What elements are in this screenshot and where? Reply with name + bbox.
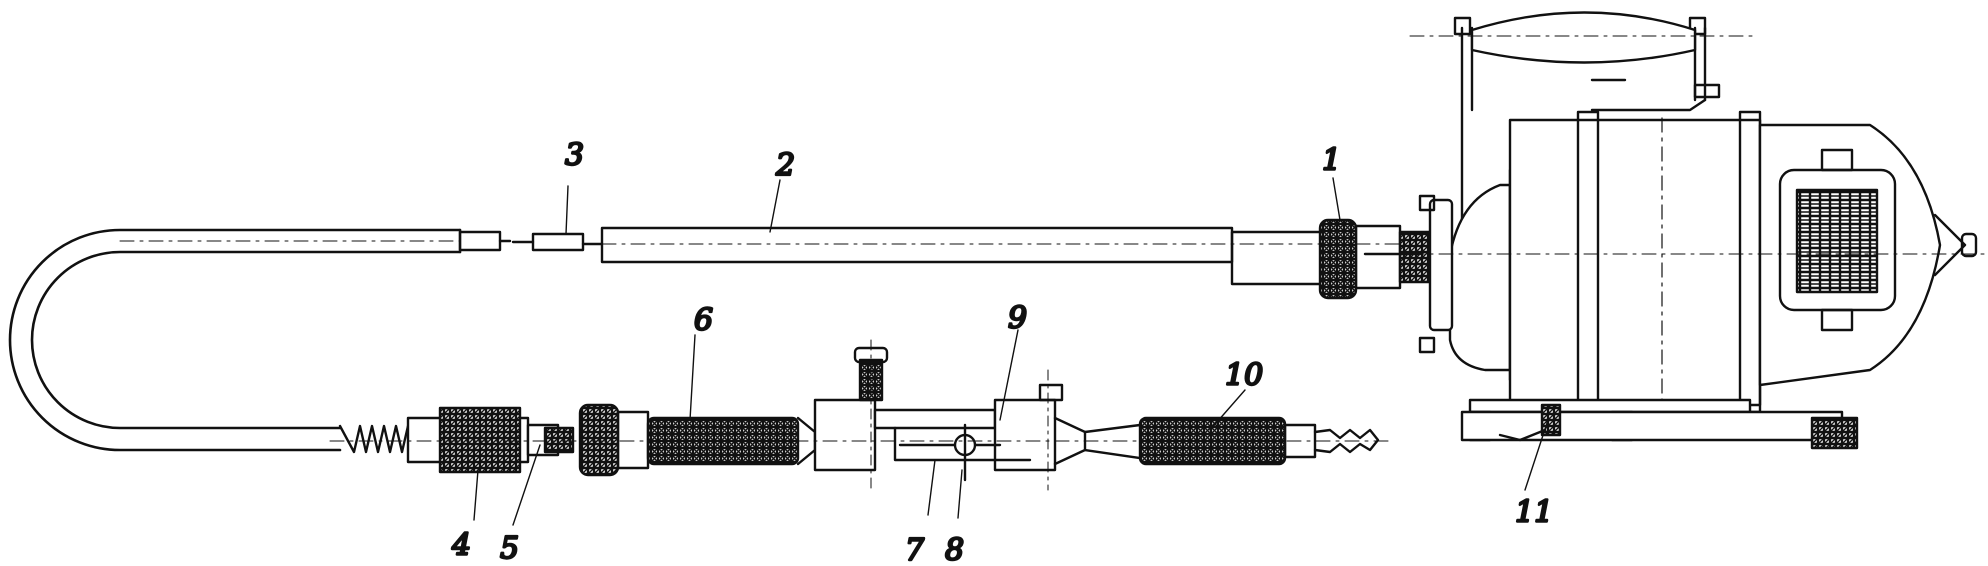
label-2: 2 — [775, 148, 795, 183]
label-8: 8 — [945, 533, 964, 566]
electric-motor — [1409, 11, 1988, 442]
spring-coil — [338, 424, 410, 454]
label-5: 5 — [500, 531, 519, 566]
label-10: 10 — [1225, 358, 1263, 393]
coupling-nut — [1318, 218, 1432, 300]
label-9: 9 — [1008, 301, 1027, 336]
label-3: 3 — [565, 138, 584, 173]
label-4: 4 — [451, 528, 471, 563]
flexible-shaft-hose — [8, 228, 462, 452]
label-1: 1 — [1322, 143, 1341, 178]
label-11: 11 — [1515, 495, 1553, 530]
leader-lines — [473, 177, 1549, 526]
coupling-stub — [511, 232, 585, 252]
label-6: 6 — [694, 303, 713, 338]
label-7: 7 — [905, 533, 925, 566]
mounting-base — [1460, 403, 1859, 450]
handpiece-assembly — [329, 339, 1391, 491]
shaft-end-ferrule — [458, 230, 512, 252]
